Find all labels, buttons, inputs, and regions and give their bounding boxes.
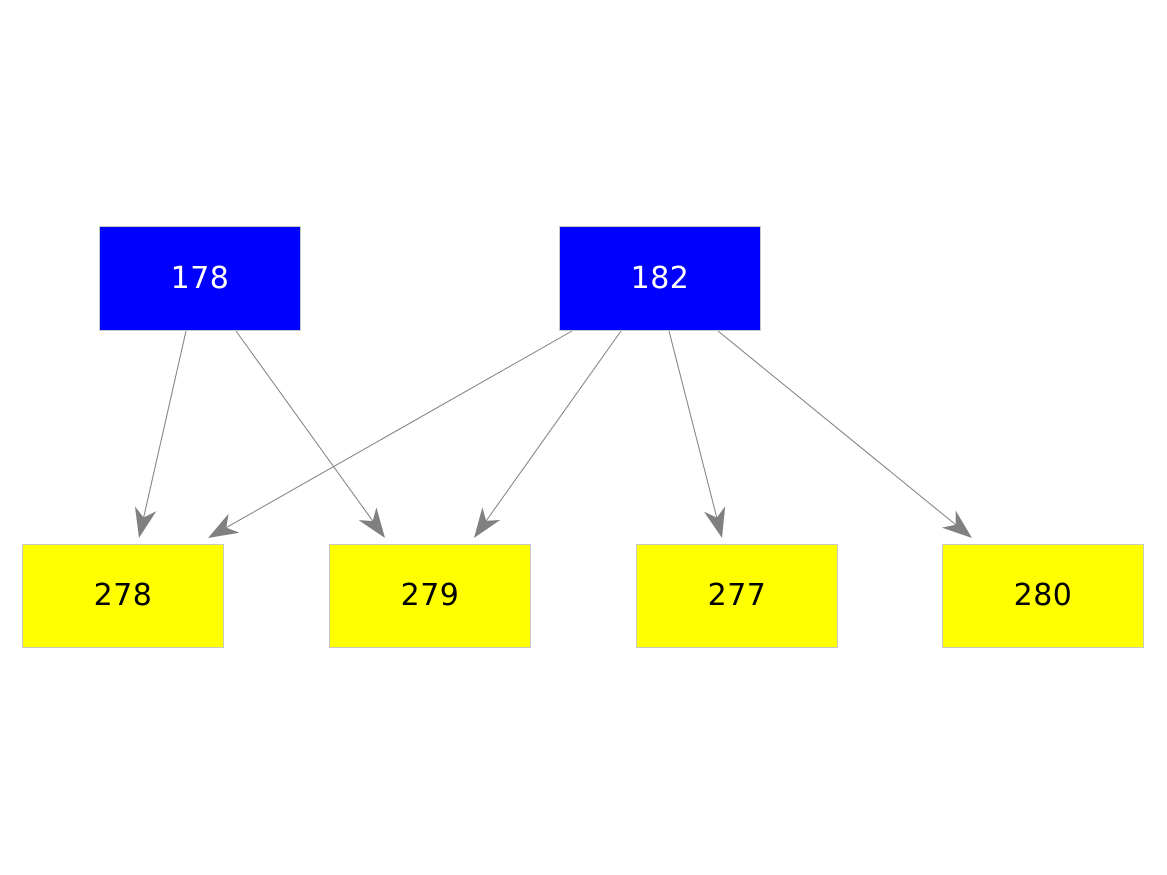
graph-node-278[interactable]: 278: [22, 544, 224, 648]
graph-edge-182-to-279: [474, 330, 622, 538]
edge-arrowhead-icon: [474, 507, 501, 538]
edge-line: [143, 330, 187, 518]
edge-arrowhead-icon: [358, 507, 385, 538]
graph-edge-182-to-280: [717, 330, 972, 538]
graph-node-277[interactable]: 277: [636, 544, 838, 648]
graph-edge-182-to-278: [208, 330, 573, 538]
graph-node-label: 280: [1013, 578, 1073, 613]
edge-line: [226, 330, 573, 529]
edge-arrowhead-icon: [941, 510, 972, 538]
graph-node-178[interactable]: 178: [99, 226, 301, 331]
graph-edge-178-to-279: [235, 330, 385, 538]
graph-node-label: 278: [93, 578, 153, 613]
graph-node-182[interactable]: 182: [559, 226, 761, 331]
edge-arrowhead-icon: [208, 513, 240, 538]
graph-node-label: 182: [630, 260, 690, 296]
edge-line: [668, 330, 718, 518]
edge-arrowhead-icon: [134, 506, 157, 538]
graph-node-280[interactable]: 280: [942, 544, 1144, 648]
graph-node-label: 279: [400, 578, 460, 613]
edge-arrowhead-icon: [703, 506, 726, 538]
graph-edge-178-to-278: [134, 330, 187, 538]
graph-edge-182-to-277: [668, 330, 726, 538]
edge-line: [485, 330, 622, 522]
edge-line: [717, 330, 957, 526]
graph-node-label: 178: [170, 260, 230, 296]
graph-node-label: 277: [707, 578, 767, 613]
graph-node-279[interactable]: 279: [329, 544, 531, 648]
edge-line: [235, 330, 374, 522]
